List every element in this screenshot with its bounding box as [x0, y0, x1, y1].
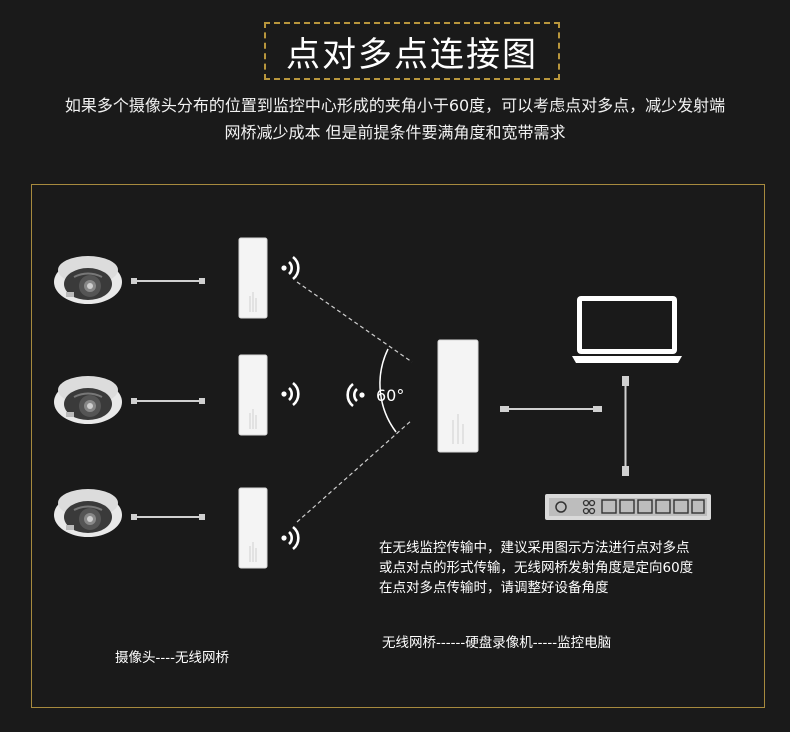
dome-camera-icon: [53, 488, 123, 538]
wifi-signal-icon: [346, 382, 366, 408]
angle-label: 60°: [376, 386, 404, 405]
cable-icon: [500, 406, 602, 412]
note-line-3: 在点对多点传输时，请调整好设备角度: [379, 580, 609, 596]
dome-camera-icon: [53, 375, 123, 425]
coverage-line-upper: [296, 281, 413, 363]
intro-line-2: 网桥减少成本 但是前提条件要满角度和宽带需求: [224, 123, 566, 142]
coverage-line-lower: [296, 419, 413, 523]
wireless-bridge-icon: [238, 487, 268, 569]
angle-arc: [379, 348, 397, 433]
intro-line-1: 如果多个摄像头分布的位置到监控中心形成的夹角小于60度，可以考虑点对多点，减少发…: [64, 96, 726, 115]
laptop-icon: [572, 296, 682, 363]
page-title: 点对多点连接图: [286, 34, 538, 75]
wifi-signal-icon: [280, 525, 300, 551]
cable-icon: [622, 376, 629, 476]
cable-icon: [130, 277, 206, 285]
wireless-bridge-icon: [238, 237, 268, 319]
cable-icon: [130, 397, 206, 405]
note-line-2: 或点对点的形式传输，无线网桥发射角度是定向60度: [379, 560, 694, 576]
diagram-frame: [31, 184, 765, 708]
dome-camera-icon: [53, 255, 123, 305]
caption-left: 摄像头----无线网桥: [115, 650, 229, 666]
note-line-1: 在无线监控传输中，建议采用图示方法进行点对多点: [379, 540, 690, 556]
wireless-bridge-icon: [437, 339, 479, 453]
nvr-icon: [545, 494, 711, 520]
intro-text: 如果多个摄像头分布的位置到监控中心形成的夹角小于60度，可以考虑点对多点，减少发…: [0, 92, 790, 146]
caption-right: 无线网桥------硬盘录像机-----监控电脑: [382, 635, 612, 651]
wifi-signal-icon: [280, 255, 300, 281]
note-text: 在无线监控传输中，建议采用图示方法进行点对多点 或点对点的形式传输，无线网桥发射…: [379, 538, 693, 598]
wireless-bridge-icon: [238, 354, 268, 436]
title-frame: 点对多点连接图: [264, 22, 560, 80]
cable-icon: [130, 513, 206, 521]
wifi-signal-icon: [280, 381, 300, 407]
